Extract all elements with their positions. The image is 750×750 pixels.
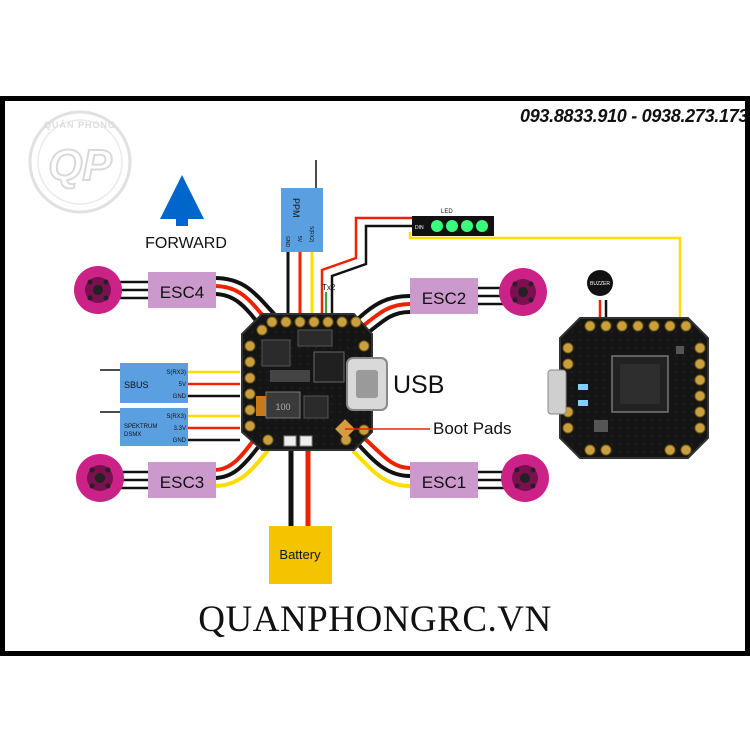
buzzer-label: BUZZER [590,281,610,287]
esc1-label: ESC1 [422,473,466,492]
boot-pads-label: Boot Pads [433,419,511,438]
sbus-pin-signal: S(RX3) [166,370,186,376]
logo-mark: QP [48,141,112,190]
usb-label: USB [393,371,444,399]
board-bottom-view: BUZZER [547,270,709,459]
phone-numbers: 093.8833.910 - 0938.273.173 [520,106,749,126]
ppm-pin-5v: 5V [296,236,302,243]
sbus-pin-5v: 5V [179,382,186,388]
ppm-pin-signal: S(RX2) [308,226,314,243]
forward-indicator: FORWARD [145,175,227,252]
ppm-receiver: PPM GND 5V S(RX2) [281,160,323,318]
forward-arrow-icon [160,175,204,219]
esc2-label: ESC2 [422,289,466,308]
spektrum-label-dsmx: DSMX [124,432,141,438]
ppm-label: PPM [291,198,301,218]
spektrum-pin-signal: S(RX3) [166,414,186,420]
spektrum-pin-3v3: 3.3V [174,426,186,432]
svg-text:100: 100 [275,402,290,412]
motor-rear-left [76,454,124,502]
ppm-pin-gnd: GND [284,236,290,248]
esc4-label: ESC4 [160,283,204,302]
led-pin-label: DIN [415,225,424,231]
logo-text: QUÂN PHONG [44,119,116,130]
sbus-label: SBUS [124,380,149,390]
forward-label: FORWARD [145,235,227,252]
tx2-label: Tx2 [322,283,336,292]
sbus-pin-gnd: GND [173,394,187,400]
motor-front-right [499,268,547,316]
esc3-label: ESC3 [160,473,204,492]
esc3-box: ESC3 [148,462,216,498]
spektrum-receiver: SPEKTRUM DSMX S(RX3) 3.3V GND [100,408,240,446]
led-strip: Tx2 LED DIN [320,209,682,355]
battery-pack: Battery [269,446,332,584]
esc2-box: ESC2 [410,278,478,314]
esc1-box: ESC1 [410,462,478,498]
led-label: LED [441,209,453,215]
esc4-box: ESC4 [148,272,216,308]
sbus-receiver: SBUS S(RX3) 5V GND [100,363,240,403]
spektrum-label: SPEKTRUM [124,424,157,430]
flight-controller-board: 100 [241,313,388,451]
logo-watermark: QP QUÂN PHONG [28,110,132,214]
website-footer: QUANPHONGRC.VN [198,599,552,640]
motor-front-left [74,266,122,314]
battery-label: Battery [279,547,321,562]
buzzer-icon [587,270,613,296]
spektrum-pin-gnd: GND [173,438,187,444]
motor-rear-right [501,454,549,502]
